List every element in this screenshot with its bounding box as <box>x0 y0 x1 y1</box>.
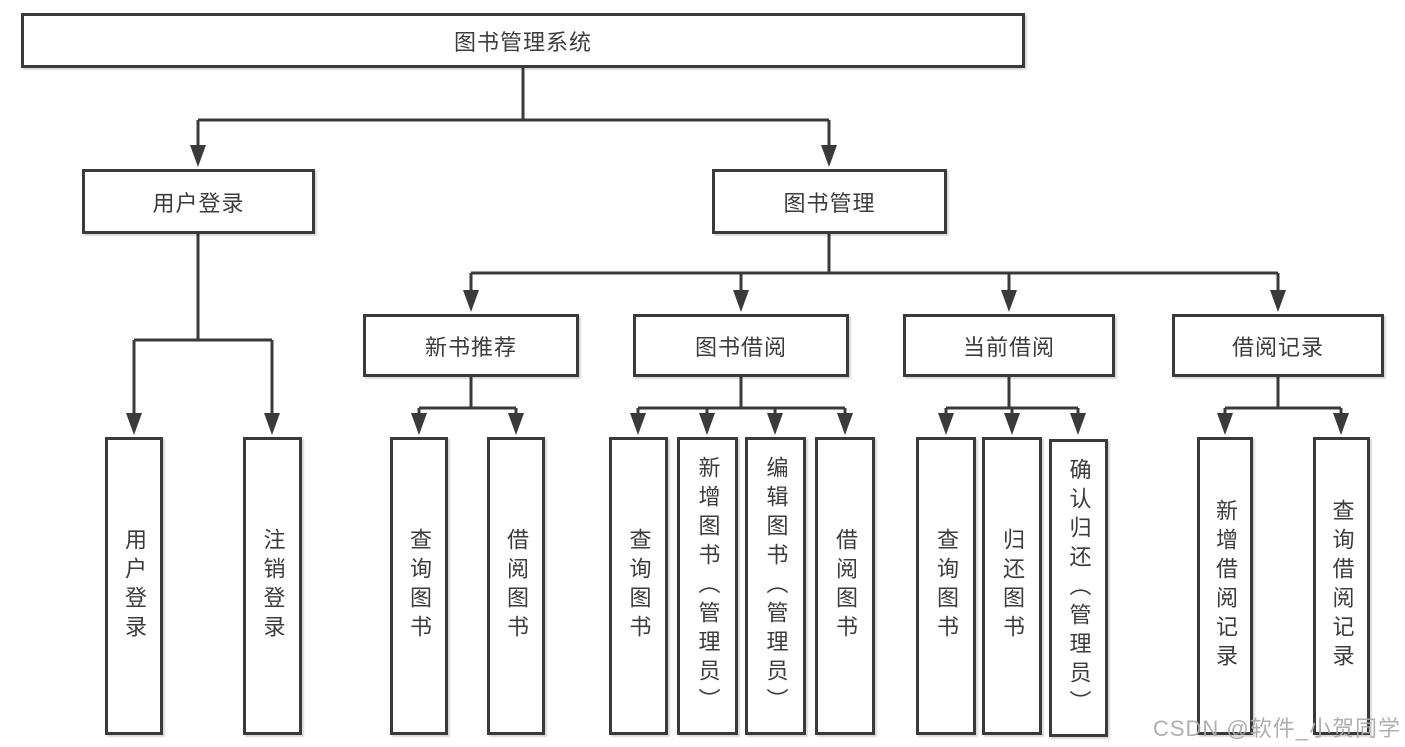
leaf-return-books-label: 归还图书 <box>1000 528 1025 644</box>
node-library-system-label: 图书管理系统 <box>453 29 592 55</box>
leaf-user-login: 用户登录 <box>105 437 163 735</box>
node-book-management-label: 图书管理 <box>783 190 876 216</box>
leaf-current-query-books-label: 查询图书 <box>934 528 959 644</box>
node-borrow-records: 借阅记录 <box>1172 314 1384 377</box>
leaf-user-login-label: 用户登录 <box>122 528 147 644</box>
node-book-management: 图书管理 <box>712 169 947 234</box>
leaf-borrow-books-label: 借阅图书 <box>833 528 858 644</box>
leaf-newbook-query-books: 查询图书 <box>390 437 448 735</box>
leaf-return-books: 归还图书 <box>982 437 1042 735</box>
leaf-add-books-admin-label: 新增图书（管理员） <box>695 455 721 717</box>
csdn-watermark: CSDN @软件_小贺同学 <box>1152 716 1401 741</box>
leaf-confirm-return-admin-label: 确认归还（管理员） <box>1066 457 1092 719</box>
node-library-system: 图书管理系统 <box>21 13 1025 68</box>
node-borrow-records-label: 借阅记录 <box>1231 334 1324 360</box>
leaf-newbook-borrow-books-label: 借阅图书 <box>504 528 529 644</box>
leaf-add-borrow-record-label: 新增借阅记录 <box>1213 499 1238 673</box>
node-user-login: 用户登录 <box>82 169 315 234</box>
leaf-add-books-admin: 新增图书（管理员） <box>677 437 738 735</box>
leaf-newbook-borrow-books: 借阅图书 <box>487 437 545 735</box>
leaf-logout: 注销登录 <box>243 437 302 735</box>
leaf-query-borrow-record-label: 查询借阅记录 <box>1329 499 1355 673</box>
leaf-borrow-books: 借阅图书 <box>815 437 875 735</box>
leaf-borrow-query-books-label: 查询图书 <box>626 528 652 644</box>
node-new-book-recommend-label: 新书推荐 <box>424 334 517 360</box>
leaf-edit-books-admin-label: 编辑图书（管理员） <box>763 455 789 717</box>
node-new-book-recommend: 新书推荐 <box>363 314 579 377</box>
leaf-logout-label: 注销登录 <box>260 528 286 644</box>
leaf-confirm-return-admin: 确认归还（管理员） <box>1049 439 1108 737</box>
node-book-borrowing-label: 图书借阅 <box>694 334 787 360</box>
leaf-borrow-query-books: 查询图书 <box>609 437 668 735</box>
node-current-borrowing: 当前借阅 <box>903 314 1115 377</box>
node-user-login-label: 用户登录 <box>152 190 245 216</box>
node-book-borrowing: 图书借阅 <box>633 314 849 377</box>
node-current-borrowing-label: 当前借阅 <box>962 334 1055 360</box>
arrowheads <box>126 145 1349 435</box>
leaf-query-borrow-record: 查询借阅记录 <box>1313 437 1370 735</box>
leaf-add-borrow-record: 新增借阅记录 <box>1197 437 1253 735</box>
leaf-current-query-books: 查询图书 <box>916 437 976 735</box>
leaf-edit-books-admin: 编辑图书（管理员） <box>745 437 806 735</box>
leaf-newbook-query-books-label: 查询图书 <box>407 528 432 644</box>
